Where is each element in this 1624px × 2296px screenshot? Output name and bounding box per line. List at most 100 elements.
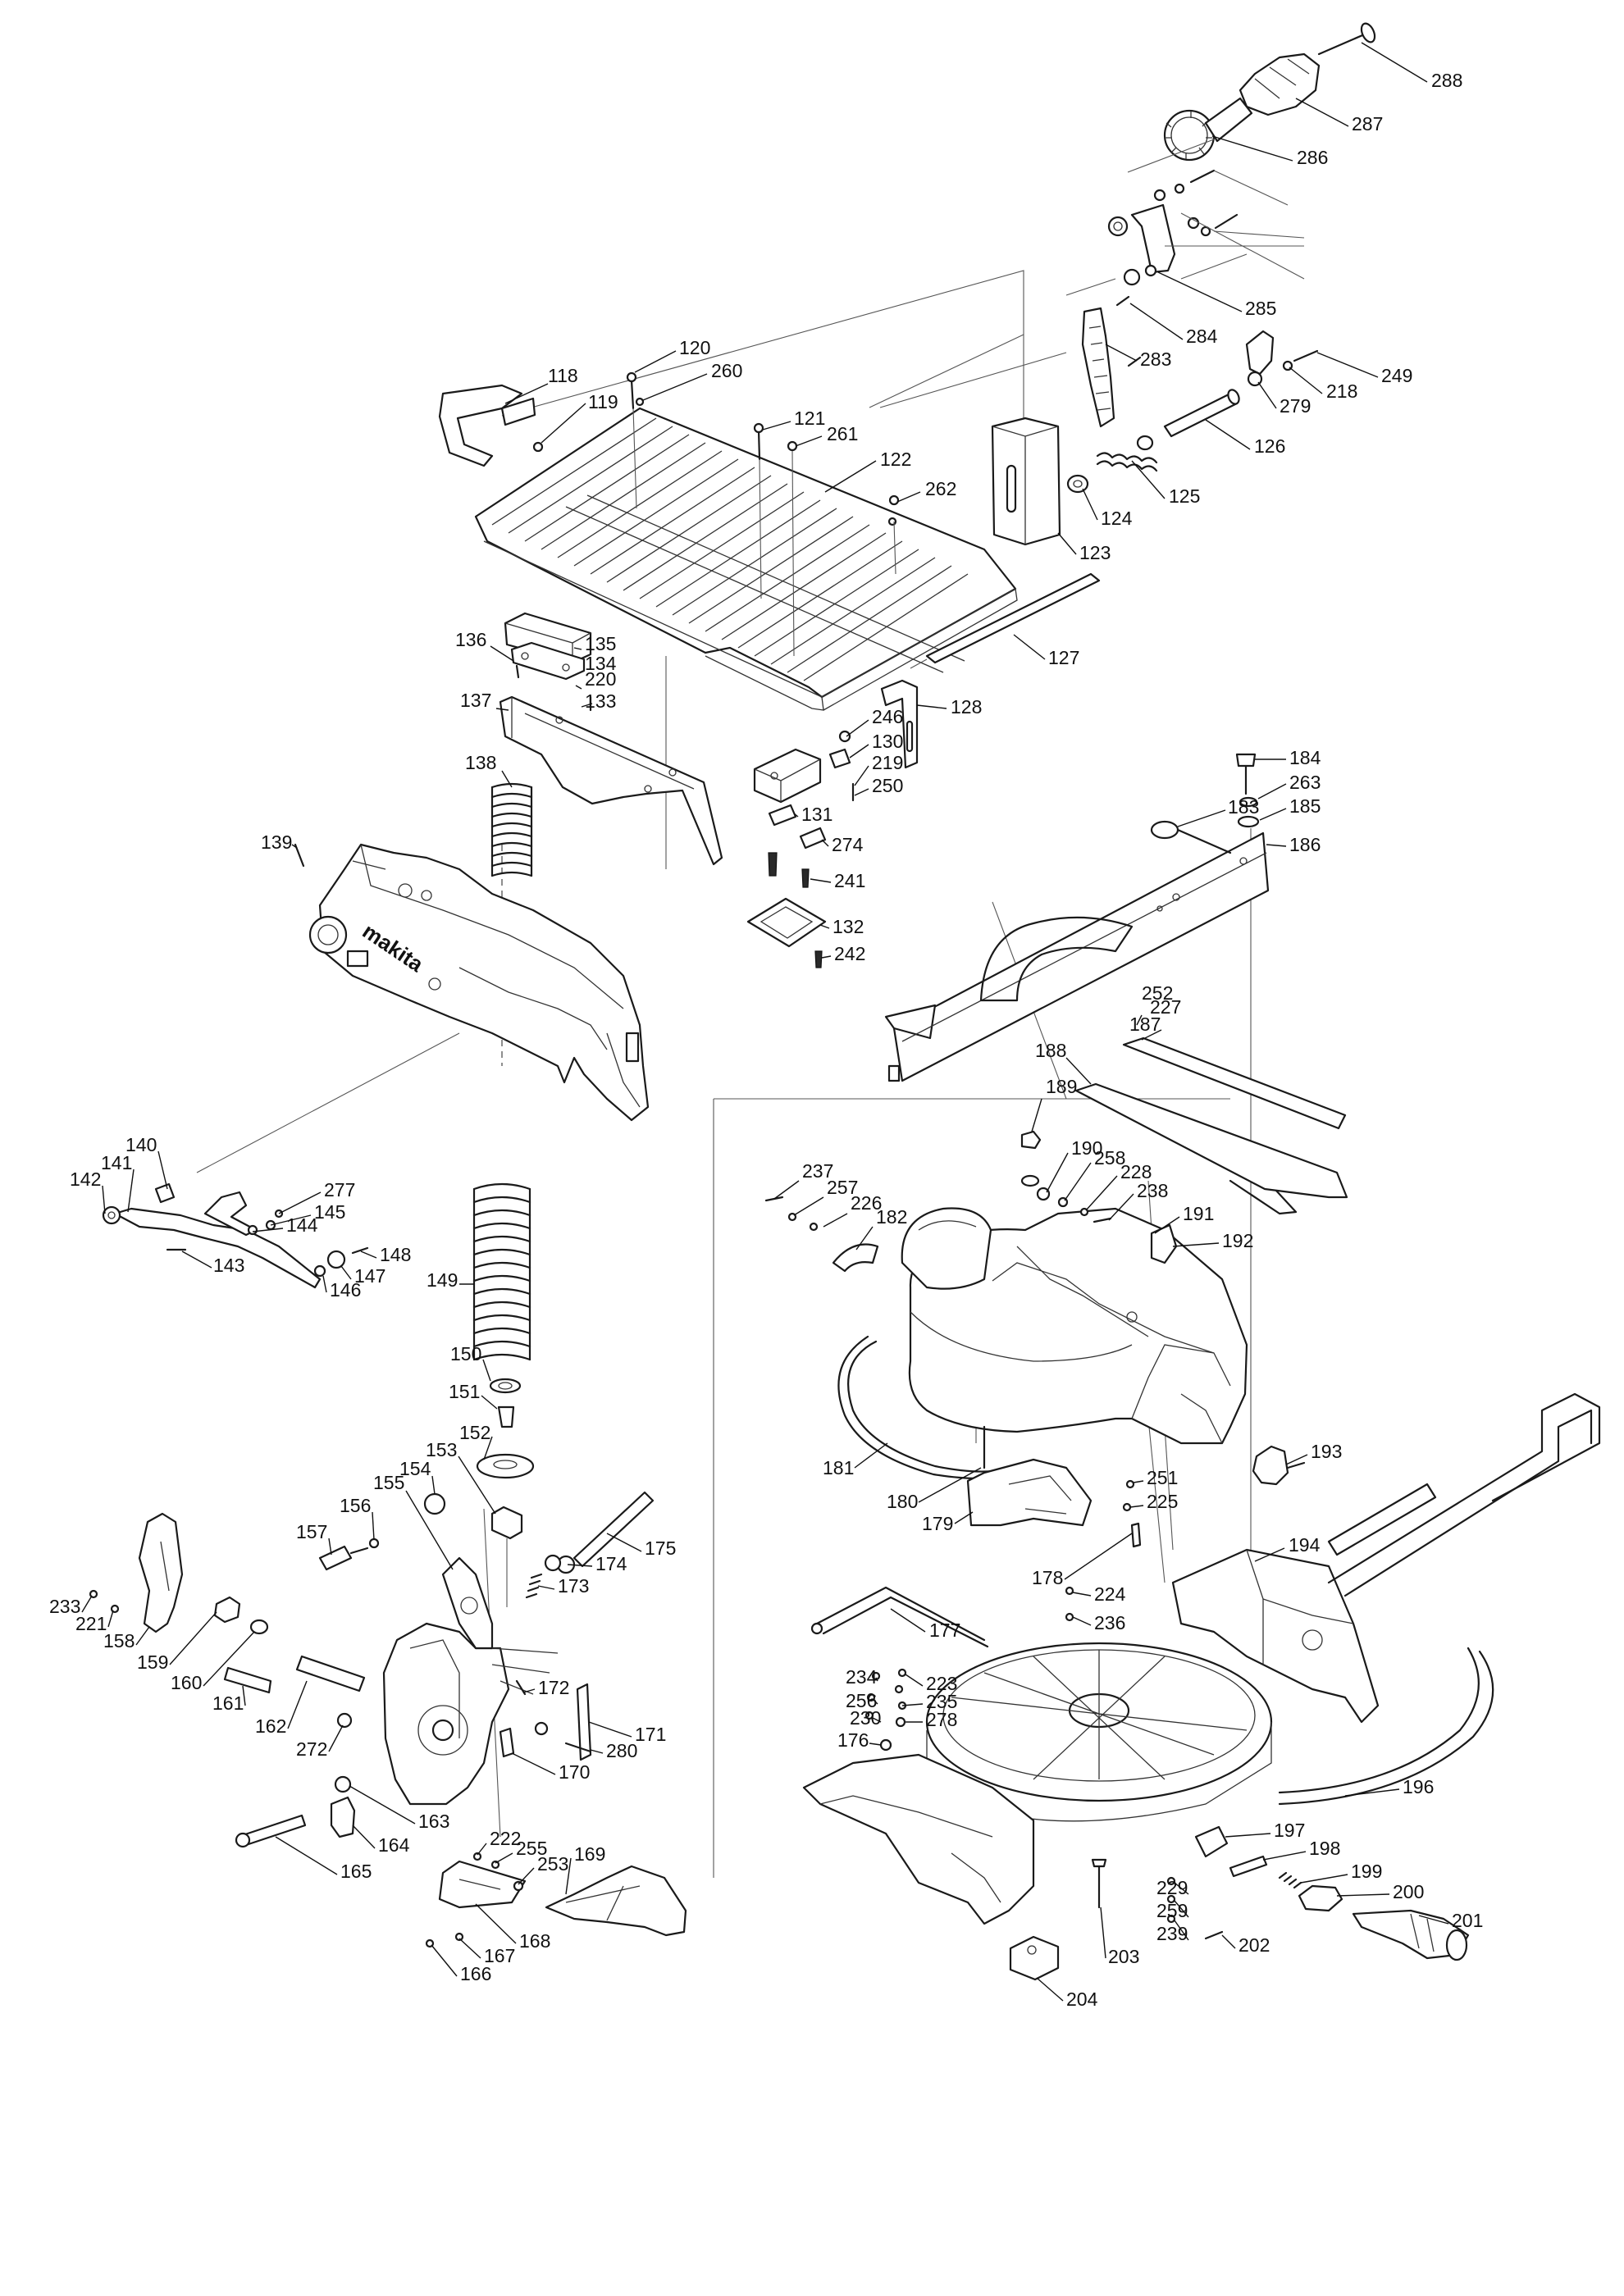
- callout-173: 173: [558, 1575, 589, 1597]
- callout-161: 161: [212, 1692, 244, 1714]
- callout-221: 221: [75, 1613, 107, 1634]
- callout-170: 170: [559, 1761, 590, 1783]
- callout-153: 153: [426, 1439, 457, 1460]
- callout-220: 220: [585, 668, 616, 690]
- callout-233: 233: [49, 1596, 80, 1617]
- callout-252: 252: [1142, 982, 1173, 1004]
- callout-137: 137: [460, 690, 491, 711]
- callout-190: 190: [1071, 1137, 1102, 1159]
- callout-138: 138: [465, 752, 496, 773]
- callout-187: 187: [1129, 1014, 1161, 1035]
- callout-141: 141: [101, 1152, 132, 1173]
- callout-183: 183: [1228, 796, 1259, 818]
- callout-230: 230: [850, 1707, 881, 1729]
- callout-250: 250: [872, 775, 903, 796]
- callout-144: 144: [286, 1214, 318, 1236]
- callout-163: 163: [418, 1811, 449, 1832]
- callout-287: 287: [1352, 113, 1383, 134]
- callout-272: 272: [296, 1738, 327, 1760]
- callout-159: 159: [137, 1651, 168, 1673]
- callout-188: 188: [1035, 1040, 1066, 1061]
- callout-218: 218: [1326, 380, 1357, 402]
- callout-126: 126: [1254, 435, 1285, 457]
- guard-assembly: [764, 753, 1348, 1548]
- callout-120: 120: [679, 337, 710, 358]
- callout-197: 197: [1274, 1820, 1305, 1841]
- callout-238: 238: [1137, 1180, 1168, 1201]
- callout-150: 150: [450, 1343, 481, 1364]
- callout-132: 132: [833, 916, 864, 937]
- callout-180: 180: [887, 1491, 918, 1512]
- callout-135: 135: [585, 633, 616, 654]
- callout-260: 260: [711, 360, 742, 381]
- callout-162: 162: [255, 1715, 286, 1737]
- callout-228: 228: [1120, 1161, 1152, 1182]
- callout-255: 255: [516, 1838, 547, 1859]
- callout-128: 128: [951, 696, 982, 718]
- callout-152: 152: [459, 1422, 490, 1443]
- callout-147: 147: [354, 1265, 385, 1287]
- callout-181: 181: [823, 1457, 854, 1478]
- callout-172: 172: [538, 1677, 569, 1698]
- callout-145: 145: [314, 1201, 345, 1223]
- callout-154: 154: [399, 1458, 431, 1479]
- callout-143: 143: [213, 1255, 244, 1276]
- callout-119: 119: [588, 391, 618, 412]
- callout-251: 251: [1147, 1467, 1178, 1488]
- callout-175: 175: [645, 1538, 676, 1559]
- callout-249: 249: [1381, 365, 1412, 386]
- callout-286: 286: [1297, 147, 1328, 168]
- callout-labels: 1181191202601212611222621231241251261271…: [49, 70, 1483, 2010]
- callout-160: 160: [171, 1672, 202, 1693]
- callout-257: 257: [827, 1177, 858, 1198]
- callout-134: 134: [585, 653, 617, 674]
- callout-283: 283: [1140, 348, 1171, 370]
- callout-184: 184: [1289, 747, 1321, 768]
- callout-199: 199: [1351, 1861, 1382, 1882]
- callout-201: 201: [1452, 1910, 1483, 1931]
- callout-149: 149: [427, 1269, 458, 1291]
- callout-171: 171: [635, 1724, 666, 1745]
- callout-121: 121: [794, 408, 825, 429]
- callout-256: 256: [846, 1690, 877, 1711]
- callout-125: 125: [1169, 485, 1200, 507]
- callout-182: 182: [876, 1206, 907, 1228]
- callout-176: 176: [837, 1729, 869, 1751]
- callout-202: 202: [1239, 1934, 1270, 1956]
- callout-168: 168: [519, 1930, 550, 1952]
- callout-223: 223: [926, 1673, 957, 1694]
- callout-280: 280: [606, 1740, 637, 1761]
- callout-200: 200: [1393, 1881, 1424, 1902]
- callout-130: 130: [872, 731, 903, 752]
- leader-lines: [81, 42, 1449, 2002]
- callout-225: 225: [1147, 1491, 1178, 1512]
- callout-124: 124: [1101, 508, 1133, 529]
- callout-169: 169: [574, 1843, 605, 1865]
- callout-288: 288: [1431, 70, 1462, 91]
- callout-258: 258: [1094, 1147, 1125, 1168]
- link-assembly: [102, 1182, 369, 1289]
- pivot-assembly: [89, 1491, 687, 1948]
- callout-185: 185: [1289, 795, 1321, 817]
- callout-179: 179: [922, 1513, 953, 1534]
- callout-155: 155: [373, 1472, 404, 1493]
- callout-253: 253: [537, 1853, 568, 1875]
- callout-186: 186: [1289, 834, 1321, 855]
- callout-237: 237: [802, 1160, 833, 1182]
- callout-146: 146: [330, 1279, 361, 1301]
- callout-259: 259: [1156, 1900, 1188, 1921]
- callout-204: 204: [1066, 1988, 1098, 2010]
- callout-222: 222: [490, 1828, 521, 1849]
- callout-241: 241: [834, 870, 865, 891]
- callout-234: 234: [846, 1666, 878, 1688]
- callout-262: 262: [925, 478, 956, 499]
- callout-242: 242: [834, 943, 865, 964]
- callout-263: 263: [1289, 772, 1321, 793]
- callout-235: 235: [926, 1691, 957, 1712]
- callout-158: 158: [103, 1630, 135, 1651]
- callout-227: 227: [1150, 996, 1181, 1018]
- callout-127: 127: [1048, 647, 1079, 668]
- callout-278: 278: [926, 1709, 957, 1730]
